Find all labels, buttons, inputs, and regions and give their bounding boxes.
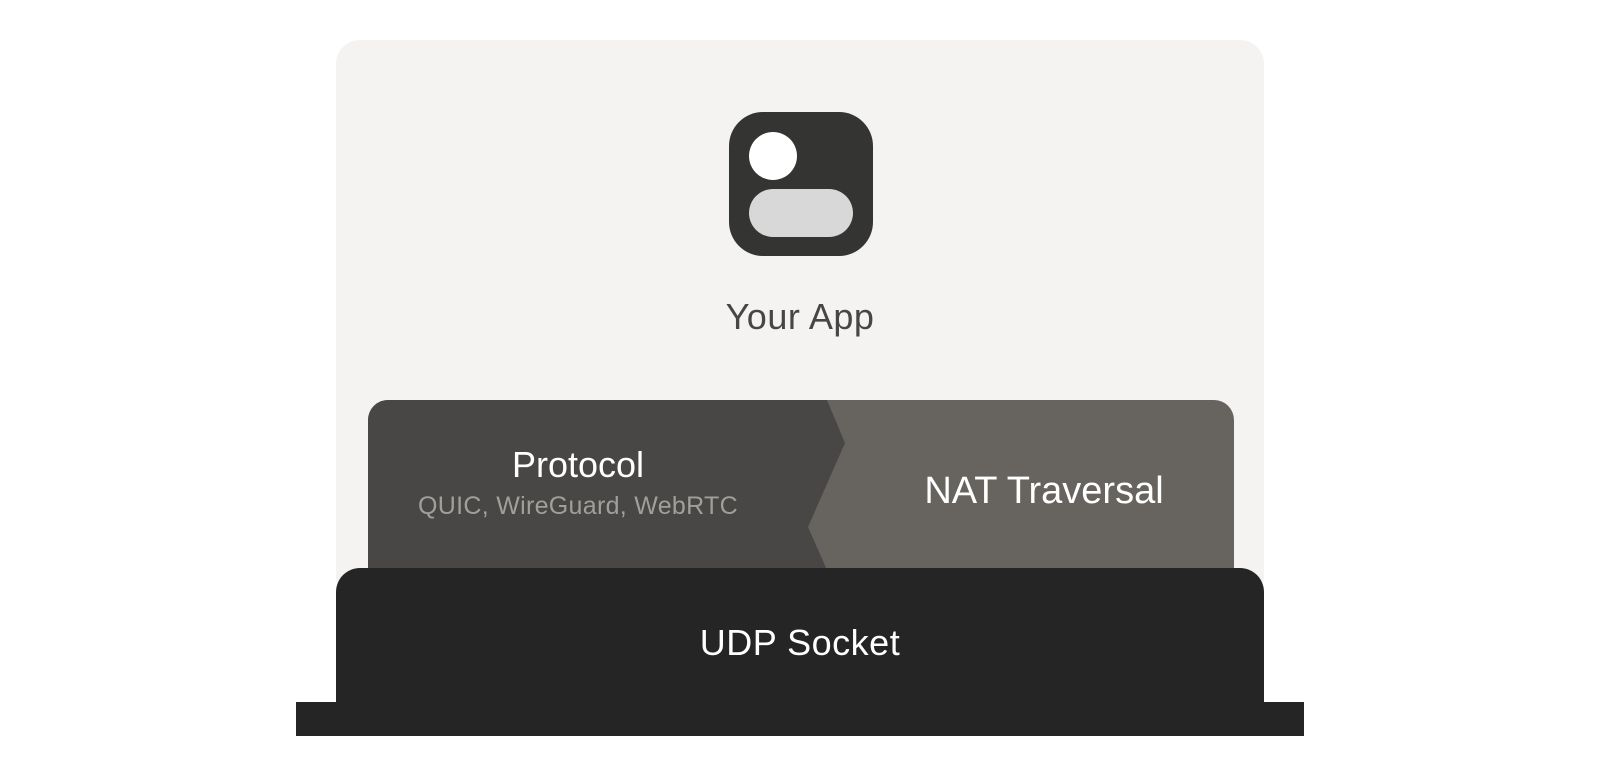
- protocol-subtitle: QUIC, WireGuard, WebRTC: [418, 492, 738, 520]
- app-label: Your App: [725, 296, 875, 337]
- nat-traversal-title: NAT Traversal: [924, 470, 1164, 512]
- udp-socket-label: UDP Socket: [699, 622, 901, 663]
- app-icon: [729, 112, 873, 256]
- middle-layer: [368, 400, 1234, 580]
- protocol-segment: [368, 400, 845, 580]
- protocol-title: Protocol: [511, 444, 645, 485]
- udp-socket-base: [296, 702, 1304, 736]
